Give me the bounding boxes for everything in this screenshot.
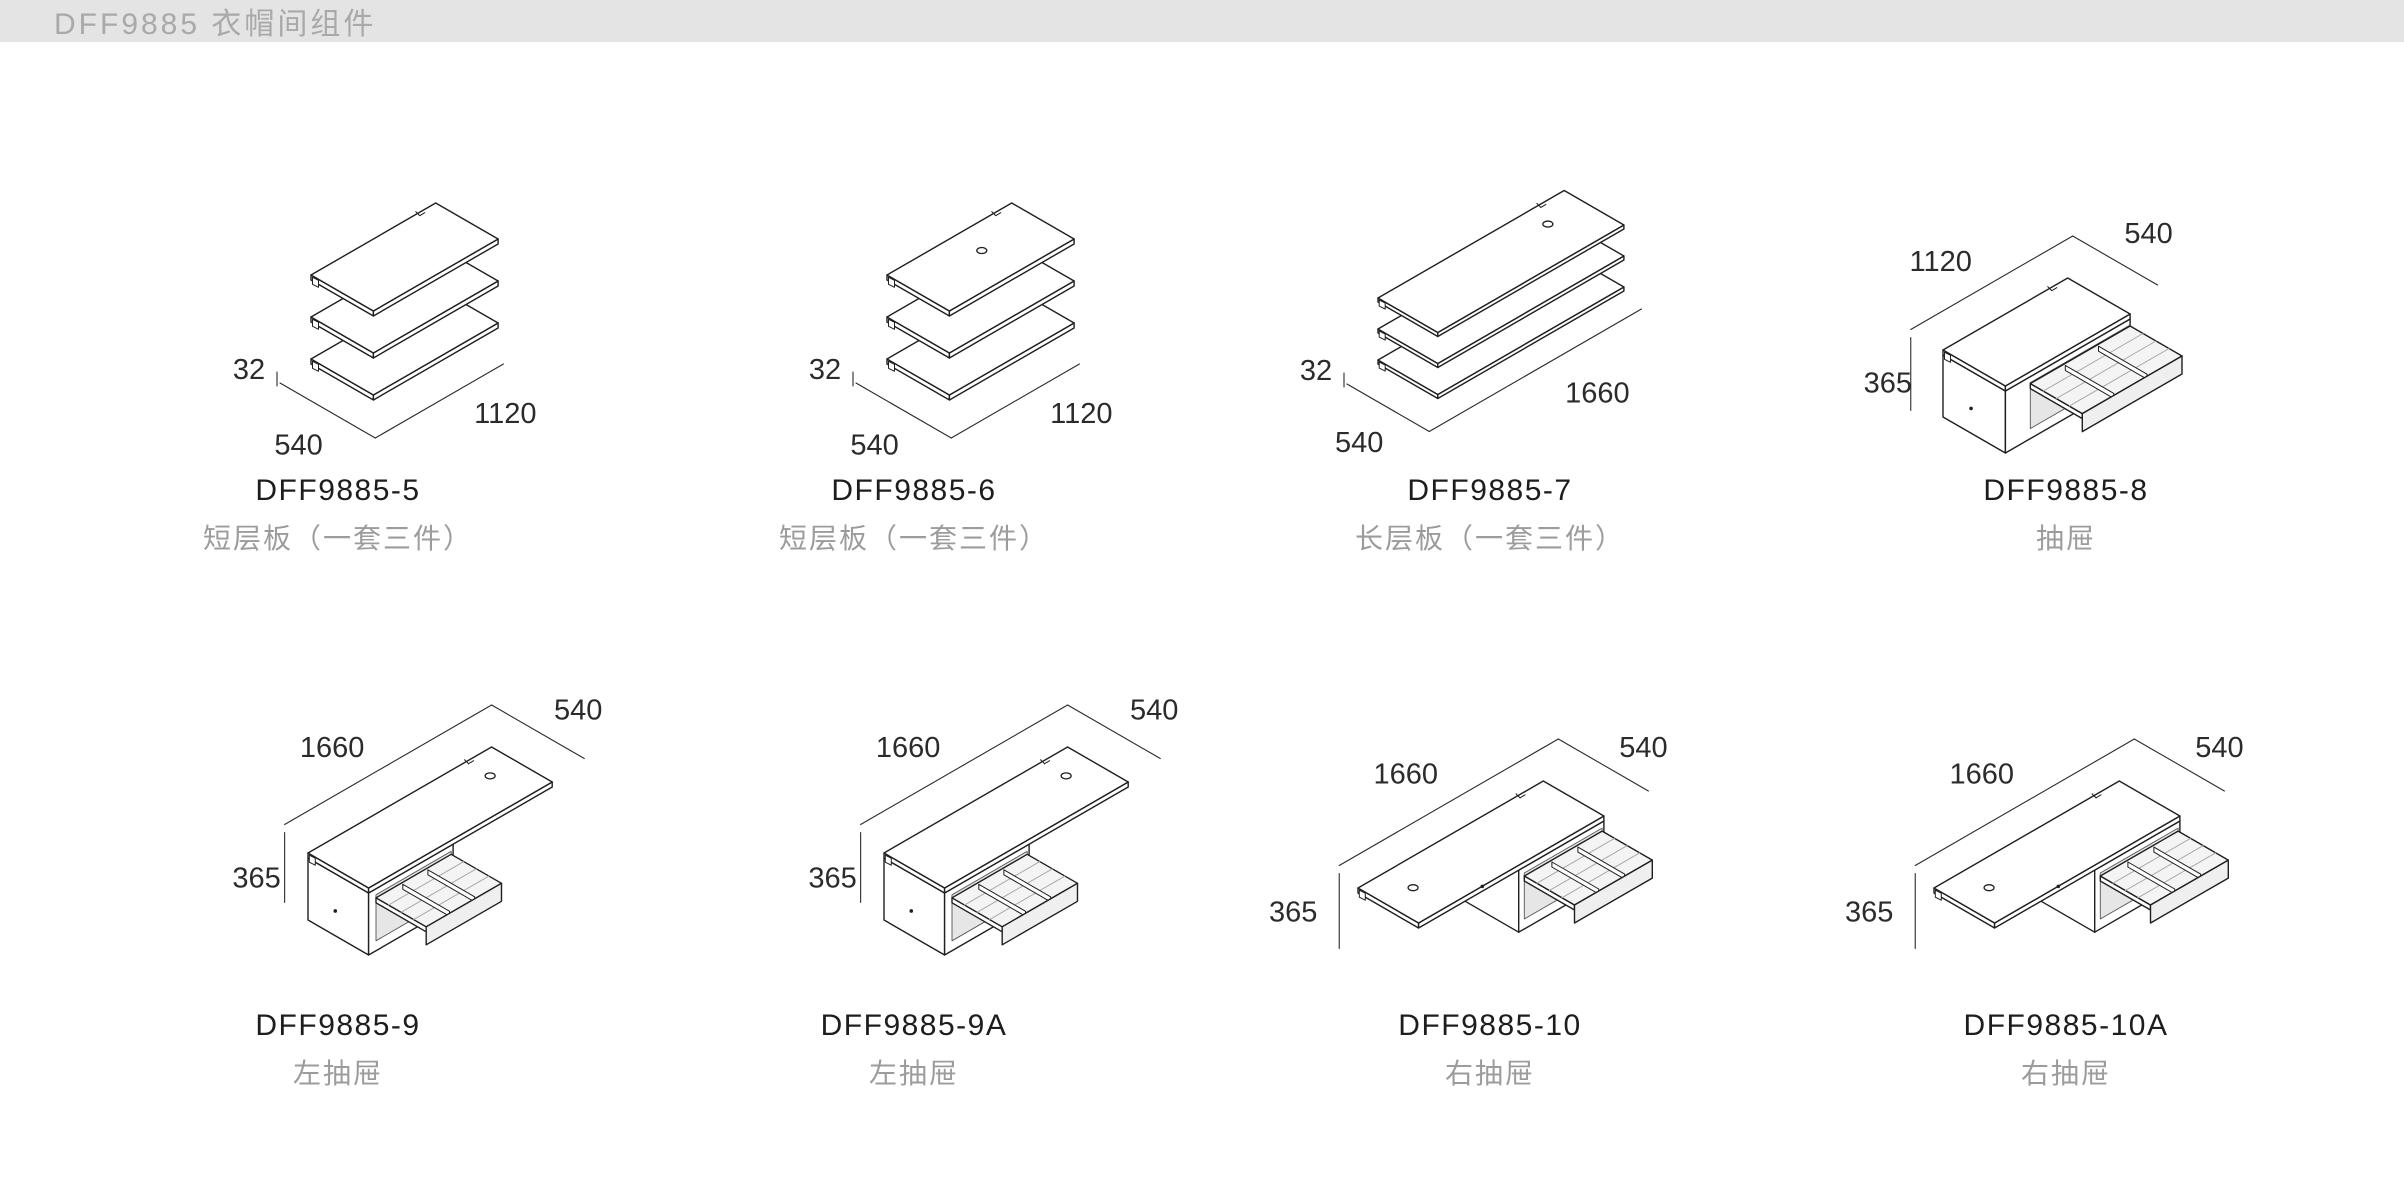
isometric-drawing: 32 540 1120 (233, 202, 537, 462)
product-cell: 32 540 1120 DFF9885-5 短层板（一套三件） (50, 118, 626, 653)
dim-label-length: 1660 (300, 732, 365, 764)
dim-label-length: 1120 (474, 398, 536, 430)
part-code: DFF9885-8 (1983, 474, 2149, 507)
dim-label-depth: 540 (274, 430, 322, 462)
part-code: DFF9885-6 (831, 474, 997, 507)
product-cell: 32 540 1660 DFF9885-7 长层板（一套三件） (1202, 118, 1778, 653)
part-description: 右抽屉 (2020, 1058, 2111, 1089)
part-code: DFF9885-9 (255, 1009, 421, 1042)
part-code: DFF9885-7 (1407, 474, 1573, 507)
isometric-drawing: 1660 540 365 (1269, 732, 1668, 950)
isometric-drawing: 1120 540 365 (1864, 218, 2183, 454)
product-cell: 1660 540 365 DFF9885-9 左抽屉 (50, 653, 626, 1092)
part-code: DFF9885-10 (1398, 1009, 1582, 1042)
part-description: 短层板（一套三件） (202, 523, 473, 554)
product-cell: 1660 540 365 DFF9885-10 右抽屉 (1202, 653, 1778, 1092)
dim-label-depth: 540 (554, 695, 602, 727)
part-description: 抽屉 (2035, 523, 2096, 554)
product-cell: 1120 540 365 DFF9885-8 抽屉 (1778, 118, 2354, 653)
part-description: 右抽屉 (1444, 1058, 1535, 1089)
dim-label-height: 365 (808, 863, 856, 895)
dim-label-depth: 540 (1130, 695, 1178, 727)
dim-label-length: 1120 (1050, 398, 1112, 430)
product-cell: 1660 540 365 DFF9885-10A 右抽屉 (1778, 653, 2354, 1092)
dim-label-thickness: 32 (809, 354, 841, 386)
dim-label-length: 1660 (1374, 758, 1439, 790)
isometric-drawing: 1660 540 365 (232, 695, 602, 956)
dim-label-height: 365 (1864, 368, 1912, 400)
isometric-drawing: 32 540 1120 (809, 202, 1113, 462)
dim-label-height: 365 (1845, 897, 1893, 929)
dim-label-depth: 540 (1335, 427, 1383, 459)
dim-label-length: 1660 (1565, 377, 1630, 409)
dim-label-depth: 540 (850, 430, 898, 462)
isometric-drawing: 1660 540 365 (808, 695, 1178, 956)
dim-label-height: 365 (1269, 897, 1317, 929)
dim-label-depth: 540 (1619, 732, 1667, 764)
part-description: 左抽屉 (868, 1058, 959, 1089)
page-title: DFF9885 衣帽间组件 (54, 8, 377, 41)
isometric-drawing: 1660 540 365 (1845, 732, 2244, 950)
product-cell: 1660 540 365 DFF9885-9A 左抽屉 (626, 653, 1202, 1092)
isometric-drawing: 32 540 1660 (1300, 189, 1642, 459)
header-bar: DFF9885 衣帽间组件 (0, 0, 2404, 42)
dim-label-length: 1120 (1910, 246, 1972, 278)
product-grid: 32 540 1120 DFF9885-5 短层板（一套三件） 32 540 1120 … (50, 118, 2404, 1092)
part-code: DFF9885-9A (820, 1009, 1008, 1042)
part-code: DFF9885-10A (1963, 1009, 2169, 1042)
dim-label-height: 365 (232, 863, 280, 895)
dim-label-thickness: 32 (1300, 355, 1332, 387)
part-code: DFF9885-5 (255, 474, 421, 507)
product-cell: 32 540 1120 DFF9885-6 短层板（一套三件） (626, 118, 1202, 653)
part-description: 左抽屉 (292, 1058, 383, 1089)
dim-label-length: 1660 (876, 732, 941, 764)
dim-label-depth: 540 (2124, 218, 2172, 250)
part-description: 长层板（一套三件） (1354, 523, 1625, 554)
dim-label-length: 1660 (1950, 758, 2015, 790)
part-description: 短层板（一套三件） (778, 523, 1049, 554)
dim-label-thickness: 32 (233, 354, 265, 386)
dim-label-depth: 540 (2195, 732, 2243, 764)
